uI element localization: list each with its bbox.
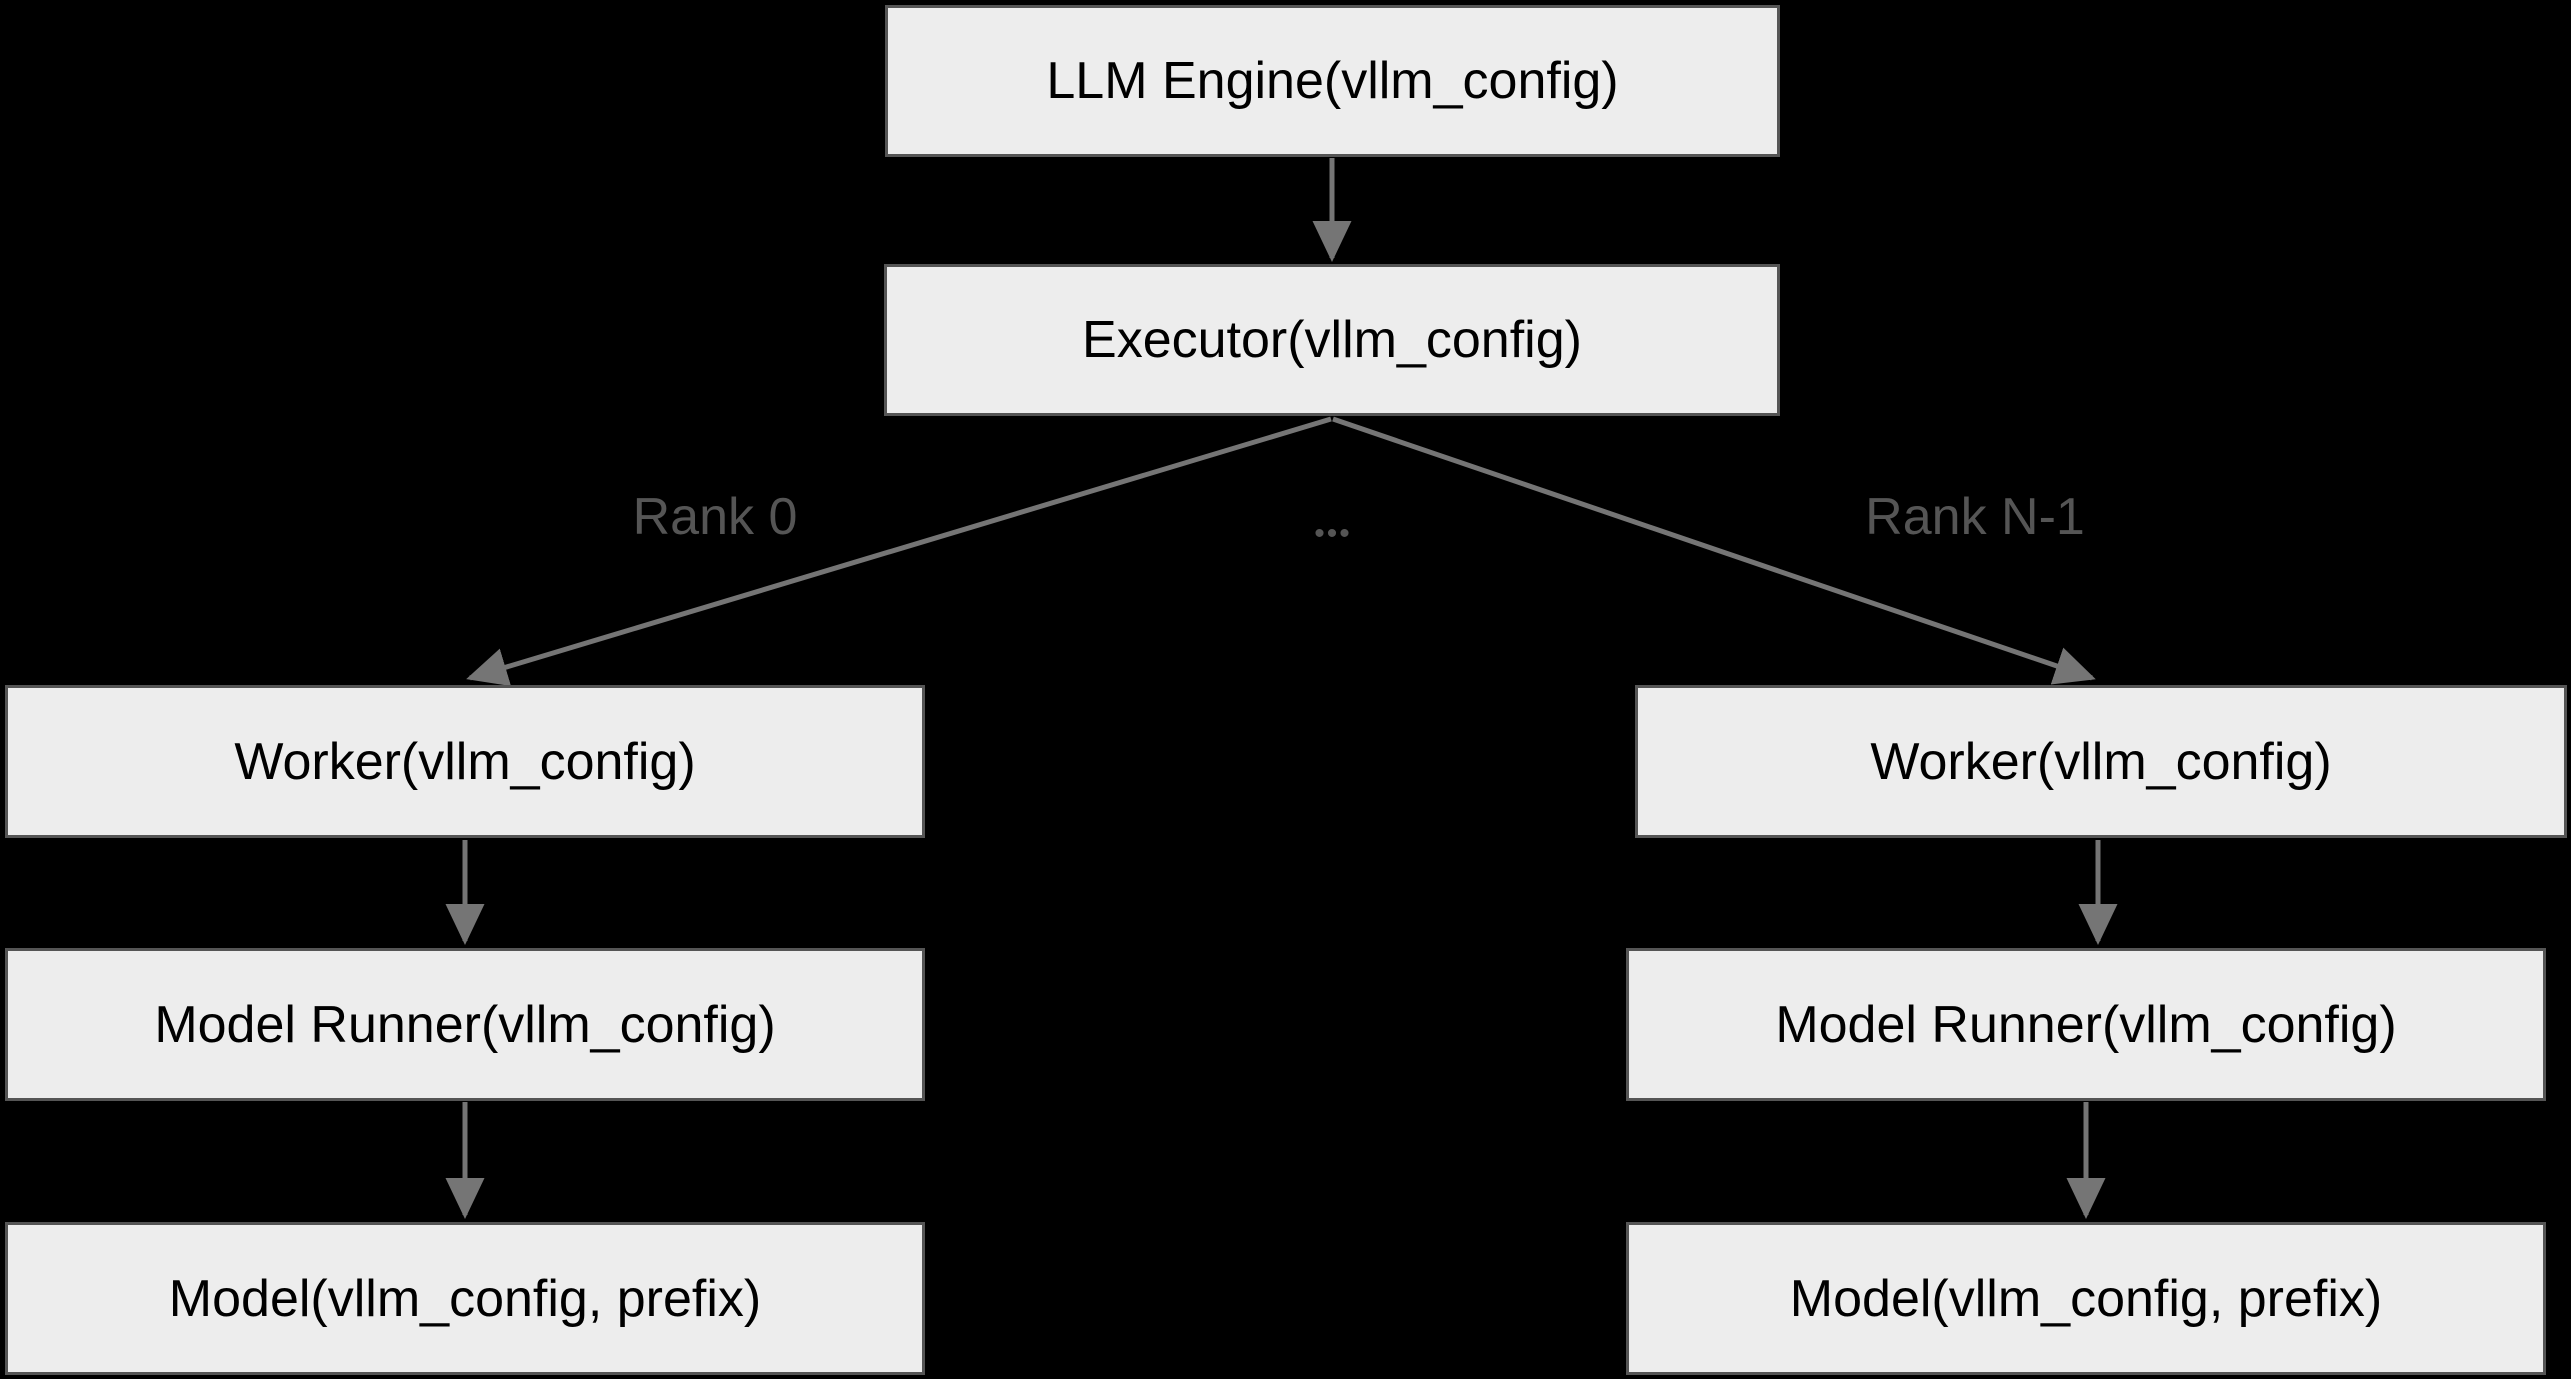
node-model-rankn-label: Model(vllm_config, prefix): [1789, 1269, 2383, 1328]
node-model-runner-rankn-label: Model Runner(vllm_config): [1775, 995, 2397, 1054]
edge-label-ellipsis: •••: [1314, 519, 1352, 549]
node-model-rankn[interactable]: Model(vllm_config, prefix): [1626, 1222, 2546, 1375]
node-model-rank0[interactable]: Model(vllm_config, prefix): [5, 1222, 925, 1375]
node-model-runner-rankn[interactable]: Model Runner(vllm_config): [1626, 948, 2546, 1101]
edge-label-rank-n-minus-1-text: Rank N-1: [1865, 488, 2085, 546]
node-worker-rankn[interactable]: Worker(vllm_config): [1635, 685, 2567, 838]
node-executor-label: Executor(vllm_config): [1082, 311, 1582, 369]
edge-label-ellipsis-text: •••: [1314, 517, 1352, 550]
edge-executor-to-worker-rank0: [466, 416, 1332, 687]
edge-label-rank-0-text: Rank 0: [632, 488, 798, 546]
node-executor[interactable]: Executor(vllm_config): [884, 264, 1780, 416]
node-worker-rank0-label: Worker(vllm_config): [234, 732, 696, 791]
node-model-runner-rank0[interactable]: Model Runner(vllm_config): [5, 948, 925, 1101]
edge-label-rank-0: Rank 0: [633, 487, 798, 547]
node-worker-rankn-label: Worker(vllm_config): [1870, 732, 2332, 791]
edge-label-rank-n-minus-1: Rank N-1: [1865, 487, 2085, 547]
node-model-rank0-label: Model(vllm_config, prefix): [168, 1269, 762, 1328]
node-worker-rank0[interactable]: Worker(vllm_config): [5, 685, 925, 838]
node-llm-engine-label: LLM Engine(vllm_config): [1046, 52, 1619, 110]
node-llm-engine[interactable]: LLM Engine(vllm_config): [885, 5, 1780, 157]
edge-executor-to-worker-rankn: [1332, 416, 2096, 685]
node-model-runner-rank0-label: Model Runner(vllm_config): [154, 995, 776, 1054]
